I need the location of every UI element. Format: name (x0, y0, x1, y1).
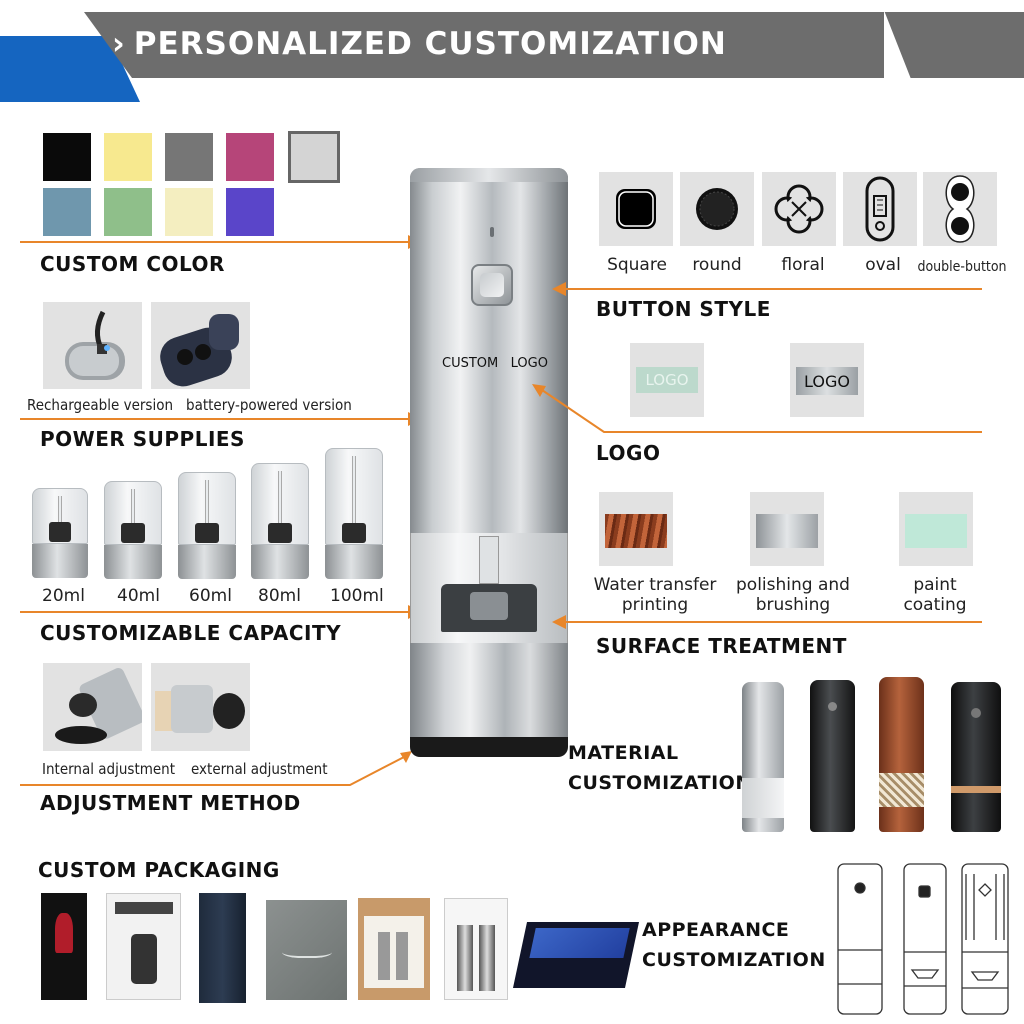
logo-sample-text-1: LOGO (645, 371, 689, 389)
color-swatch (288, 131, 340, 183)
capacity-label: 80ml (258, 586, 301, 606)
package-navy-box (199, 893, 246, 1003)
rechargeable-image (43, 302, 142, 389)
paint-sample (899, 492, 973, 566)
logo-sample-engraved: LOGO (630, 343, 704, 417)
material-title-1: MATERIAL (568, 742, 679, 764)
material-title-2: CUSTOMIZATION (568, 772, 752, 794)
capacity-jar (325, 448, 383, 579)
button-style-label: floral (781, 255, 825, 275)
custom-color-line (20, 241, 410, 243)
rechargeable-label: Rechargeable version (27, 396, 174, 414)
arrow-left-icon (552, 282, 566, 296)
square-button-on-grinder (471, 264, 513, 306)
appearance-drawings (837, 863, 1009, 1015)
color-swatch (165, 133, 213, 181)
capacity-label: 40ml (117, 586, 160, 606)
capacity-jar (104, 481, 162, 579)
color-swatch (43, 188, 91, 236)
color-swatch (43, 133, 91, 181)
capacity-jar (251, 463, 309, 579)
brushed-sample (750, 492, 824, 566)
capacity-label: 100ml (330, 586, 384, 606)
chevron-right-icon: › (112, 26, 126, 62)
package-gift-box (512, 922, 640, 988)
page-title-text: PERSONALIZED CUSTOMIZATION (133, 26, 727, 62)
material-black-gold (951, 682, 1001, 832)
external-adjust-image (151, 663, 250, 751)
package-kraft-box (358, 898, 430, 1000)
button-style-label: oval (865, 255, 901, 275)
button-style-line (566, 288, 982, 290)
oval-button-icon (843, 172, 917, 246)
logo-title: LOGO (596, 441, 661, 465)
appearance-title-1: APPEARANCE (642, 919, 790, 941)
battery-label: battery-powered version (186, 396, 352, 414)
header-grey-band (84, 12, 884, 78)
package-printed-box (106, 893, 181, 1000)
header-grey-tail (884, 12, 1024, 78)
internal-adjust-image (43, 663, 145, 751)
capacity-line (20, 611, 410, 613)
external-adjust-graphic (155, 685, 245, 733)
package-window-box (444, 898, 508, 1000)
internal-adjust-label: Internal adjustment (42, 760, 176, 778)
appearance-title-2: CUSTOMIZATION (642, 949, 826, 971)
capacity-jar (178, 472, 236, 579)
color-swatch (104, 188, 152, 236)
grinder-burr-core (470, 592, 508, 620)
grinder-top (410, 168, 568, 182)
button-style-label: round (692, 255, 742, 275)
grinder-indicator (490, 227, 494, 237)
logo-line (532, 384, 982, 433)
power-supplies-title: POWER SUPPLIES (40, 427, 245, 451)
battery-cap-icon (160, 314, 239, 387)
color-swatch (226, 133, 274, 181)
arrow-left-icon (552, 615, 566, 629)
surface-line (566, 621, 982, 623)
custom-color-title: CUSTOM COLOR (40, 252, 225, 276)
grinder-base (410, 643, 568, 737)
grinder-body (410, 168, 568, 533)
external-adjust-label: external adjustment (191, 760, 328, 778)
internal-adjust-graphic (55, 668, 145, 744)
grinder-shaft (479, 536, 499, 584)
material-black (810, 680, 855, 832)
button-style-title: BUTTON STYLE (596, 297, 771, 321)
capacity-jar (32, 488, 88, 578)
grinder-bottom-cap (410, 737, 568, 757)
page-title: ›PERSONALIZED CUSTOMIZATION (112, 26, 727, 62)
square-button-icon (599, 172, 673, 246)
packaging-title: CUSTOM PACKAGING (38, 858, 280, 882)
capacity-label: 20ml (42, 586, 85, 606)
adjustment-title: ADJUSTMENT METHOD (40, 791, 301, 815)
wood-transfer-sample (599, 492, 673, 566)
color-swatch (104, 133, 152, 181)
package-wine-box (41, 893, 87, 1000)
logo-sample-text-2: LOGO (804, 372, 850, 391)
package-grey-box (266, 900, 347, 1000)
round-button-icon (680, 172, 754, 246)
surface-title: SURFACE TREATMENT (596, 634, 847, 658)
material-wood (879, 677, 924, 832)
capacity-label: 60ml (189, 586, 232, 606)
battery-image (151, 302, 250, 389)
double-button-icon (923, 172, 997, 246)
logo-sample-printed: LOGO (790, 343, 864, 417)
grinder-custom-logo: CUSTOM LOGO (442, 356, 548, 371)
button-style-label: Square (607, 255, 667, 275)
usb-cable-icon (65, 310, 125, 380)
power-line (20, 418, 410, 420)
capacity-title: CUSTOMIZABLE CAPACITY (40, 621, 342, 645)
floral-button-icon (762, 172, 836, 246)
color-swatch (226, 188, 274, 236)
button-style-label: double-button (917, 259, 1007, 275)
material-stainless (742, 682, 784, 832)
adjust-line (20, 751, 412, 786)
color-swatch (165, 188, 213, 236)
